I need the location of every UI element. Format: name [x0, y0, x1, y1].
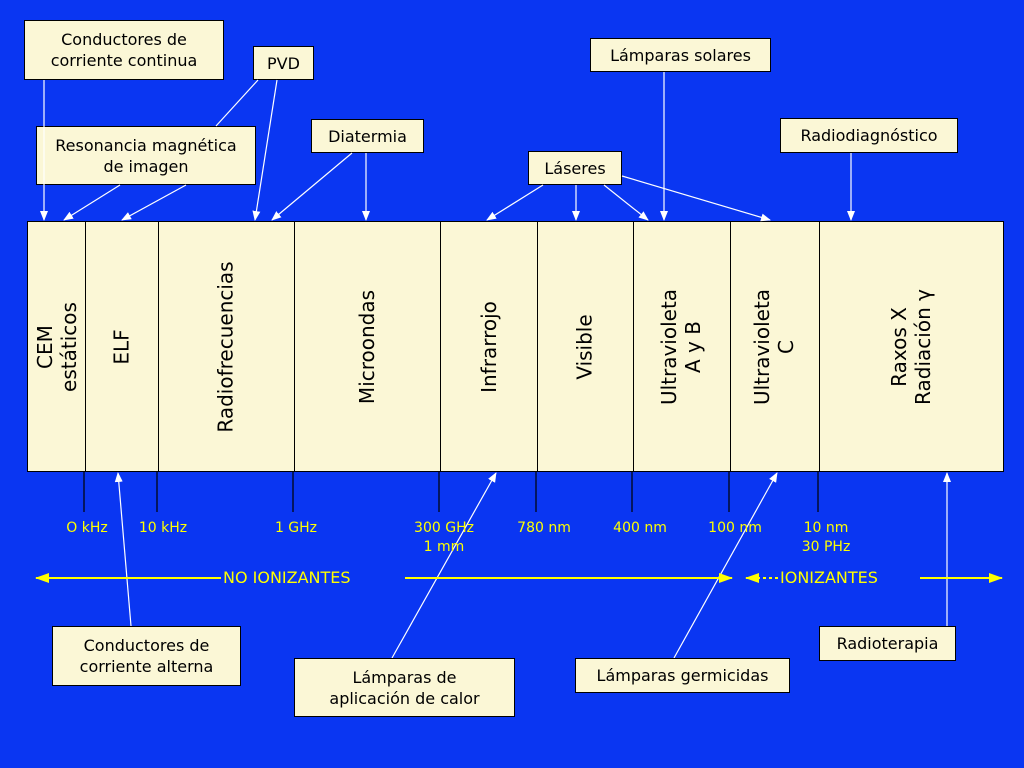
band-divider	[85, 222, 86, 471]
arrow-lasers-to-uvab	[603, 184, 649, 221]
freq-label: 300 GHz 1 mm	[414, 520, 474, 555]
band-divider	[294, 222, 295, 471]
freq-label: 400 nm	[613, 520, 667, 536]
mri-label: Resonancia magnética de imagen	[55, 135, 237, 176]
ac-conductors-label: Conductores de corriente alterna	[79, 636, 214, 676]
heat-lamps-box: Lámparas de aplicación de calor	[294, 658, 515, 717]
freq-label: 10 nm 30 PHz	[801, 520, 851, 555]
dc-conductors-label: Conductores de corriente continua	[50, 30, 198, 70]
pvd-label: PVD	[267, 53, 300, 73]
band-divider	[730, 222, 731, 471]
freq-label: 100 nm	[708, 520, 762, 536]
solar-lamps-box: Lámparas solares	[590, 38, 771, 72]
germicidal-lamps-label: Lámparas germicidas	[596, 666, 769, 685]
ac-conductors-box: Conductores de corriente alterna	[52, 626, 241, 686]
arrow-mri-to-cem	[63, 184, 121, 221]
radiodiagnosis-box: Radiodiagnóstico	[780, 118, 958, 153]
heat-lamps-label: Lámparas de aplicación de calor	[329, 667, 480, 708]
arrow-heat-lamps	[391, 472, 497, 659]
mri-box: Resonancia magnética de imagen	[36, 126, 256, 185]
line-pvd-to-cem	[215, 79, 259, 127]
arrow-germicidal-lamps	[673, 472, 778, 659]
ionizing-label: IONIZANTES	[778, 568, 880, 587]
freq-label: 1 GHz	[274, 520, 318, 536]
radiodiagnosis-label: Radiodiagnóstico	[800, 126, 938, 145]
band-divider	[158, 222, 159, 471]
band-divider	[819, 222, 820, 471]
diathermy-box: Diatermia	[311, 119, 424, 153]
dc-conductors-box: Conductores de corriente continua	[24, 20, 224, 80]
lasers-label: Láseres	[544, 158, 606, 178]
germicidal-lamps-box: Lámparas germicidas	[575, 658, 790, 693]
lasers-box: Láseres	[528, 151, 622, 185]
freq-label: 10 kHz	[138, 520, 188, 536]
radiotherapy-box: Radioterapia	[819, 626, 956, 661]
band-divider	[440, 222, 441, 471]
arrow-pvd-to-elf	[121, 184, 187, 221]
freq-label: 780 nm	[517, 520, 571, 536]
solar-lamps-label: Lámparas solares	[610, 45, 751, 65]
spectrum-bar: CEM estáticos ELF Radiofrecuencias Micro…	[27, 221, 1004, 472]
diathermy-label: Diatermia	[328, 126, 407, 146]
arrow-diathermy-to-rf	[271, 152, 353, 221]
arrow-pvd-to-rf	[252, 79, 278, 221]
freq-label: O kHz	[66, 520, 108, 536]
non-ionizing-label: NO IONIZANTES	[221, 568, 353, 587]
radiotherapy-label: Radioterapia	[836, 634, 939, 653]
band-divider	[537, 222, 538, 471]
pvd-box: PVD	[253, 46, 314, 80]
band-divider	[633, 222, 634, 471]
arrow-ac-conductors	[114, 472, 132, 627]
arrow-lasers-to-uvc	[621, 175, 771, 222]
arrow-lasers-to-ir	[486, 184, 544, 221]
